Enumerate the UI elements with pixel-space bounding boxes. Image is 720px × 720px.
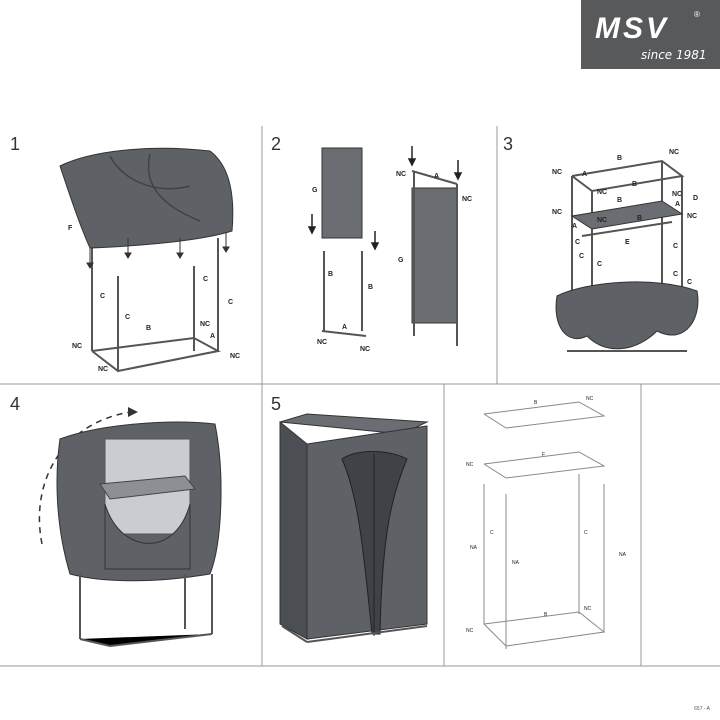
- label-nc: NC: [72, 343, 82, 350]
- label-na: NA: [470, 545, 478, 551]
- label-c: C: [584, 530, 588, 536]
- step-1-illustration: F C C C C B NC A NC NC NC: [59, 147, 240, 373]
- label-a: A: [675, 201, 680, 208]
- label-nc: NC: [317, 339, 327, 346]
- label-a: A: [342, 324, 347, 331]
- logo-since: since 1981: [641, 48, 707, 62]
- label-nc: NC: [672, 191, 682, 198]
- label-nc: NC: [552, 169, 562, 176]
- label-nc: NC: [552, 209, 562, 216]
- step-number-2: 2: [271, 134, 282, 154]
- label-c: C: [673, 243, 678, 250]
- label-b: B: [534, 400, 538, 406]
- label-c: C: [100, 293, 105, 300]
- label-nc: NC: [98, 366, 108, 373]
- label-nc: NC: [584, 606, 592, 612]
- label-c: C: [673, 271, 678, 278]
- label-na: NA: [512, 560, 520, 566]
- label-b: B: [146, 325, 151, 332]
- label-nc: NC: [200, 321, 210, 328]
- label-f: F: [68, 225, 73, 232]
- label-c: C: [228, 299, 233, 306]
- label-d: D: [693, 195, 698, 202]
- label-g: G: [398, 257, 404, 264]
- step-4-illustration: [38, 407, 222, 648]
- document-code: 657 - A: [694, 706, 710, 712]
- label-nc: NC: [462, 196, 472, 203]
- label-c: C: [575, 239, 580, 246]
- label-nc: NC: [687, 213, 697, 220]
- label-a: A: [572, 223, 577, 230]
- exploded-parts-diagram: B NC NC NA NA NA C C F B NC NC: [466, 396, 627, 649]
- step-2-illustration: G B B A NC NC NC NC A G: [307, 146, 472, 353]
- step-5-illustration: [279, 413, 429, 643]
- step-number-3: 3: [503, 134, 514, 154]
- label-nc: NC: [360, 346, 370, 353]
- label-nc: NC: [669, 149, 679, 156]
- label-b: B: [368, 284, 373, 291]
- label-nc: NC: [466, 462, 474, 468]
- label-c: C: [203, 276, 208, 283]
- label-a: A: [210, 333, 215, 340]
- label-a: A: [434, 173, 439, 180]
- step-3-illustration: B NC NC A NC B NC D B NC NC B NC A A E C…: [552, 149, 699, 352]
- label-c: C: [687, 279, 692, 286]
- label-nc: NC: [466, 628, 474, 634]
- label-c: C: [597, 261, 602, 268]
- label-c: C: [579, 253, 584, 260]
- label-b: B: [617, 155, 622, 162]
- label-b: B: [328, 271, 333, 278]
- step-number-4: 4: [10, 394, 21, 414]
- label-c: C: [490, 530, 494, 536]
- label-f: F: [542, 452, 545, 458]
- label-nc: NC: [597, 189, 607, 196]
- label-nc: NC: [396, 171, 406, 178]
- label-e: E: [625, 239, 630, 246]
- label-a: A: [582, 171, 587, 178]
- step-number-1: 1: [10, 134, 21, 154]
- step-number-5: 5: [271, 394, 282, 414]
- msv-logo: MSV ® since 1981: [581, 0, 720, 69]
- label-b: B: [544, 612, 548, 618]
- label-nc: NC: [597, 217, 607, 224]
- logo-brand: MSV: [595, 12, 670, 45]
- label-b: B: [637, 215, 642, 222]
- label-nc: NC: [586, 396, 594, 402]
- label-na: NA: [619, 552, 627, 558]
- label-nc: NC: [230, 353, 240, 360]
- label-g: G: [312, 187, 318, 194]
- logo-registered-mark: ®: [694, 10, 700, 19]
- label-c: C: [125, 314, 130, 321]
- label-b: B: [617, 197, 622, 204]
- label-b: B: [632, 181, 637, 188]
